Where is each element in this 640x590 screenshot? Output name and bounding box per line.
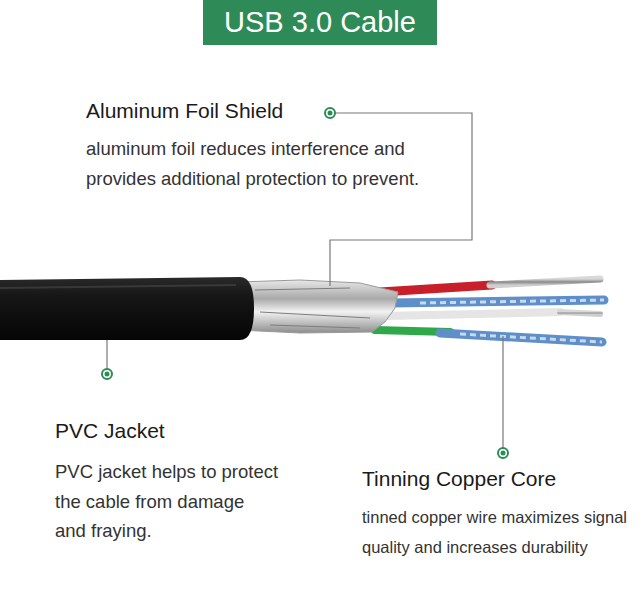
callout-heading: PVC Jacket	[55, 419, 165, 443]
title-banner: USB 3.0 Cable	[203, 0, 437, 45]
callout-heading: Aluminum Foil Shield	[86, 99, 283, 123]
pvc-jacket	[0, 277, 254, 340]
callout-body: tinned copper wire maximizes signal qual…	[362, 503, 634, 562]
wires	[375, 279, 604, 342]
callout-heading: Tinning Copper Core	[362, 467, 556, 491]
callout-body: PVC jacket helps to protect the cable fr…	[55, 457, 280, 546]
callout-body: aluminum foil reduces interference and p…	[86, 134, 426, 193]
leader-dots	[102, 108, 508, 458]
foil-shield	[238, 280, 398, 333]
leader-lines	[107, 113, 503, 453]
